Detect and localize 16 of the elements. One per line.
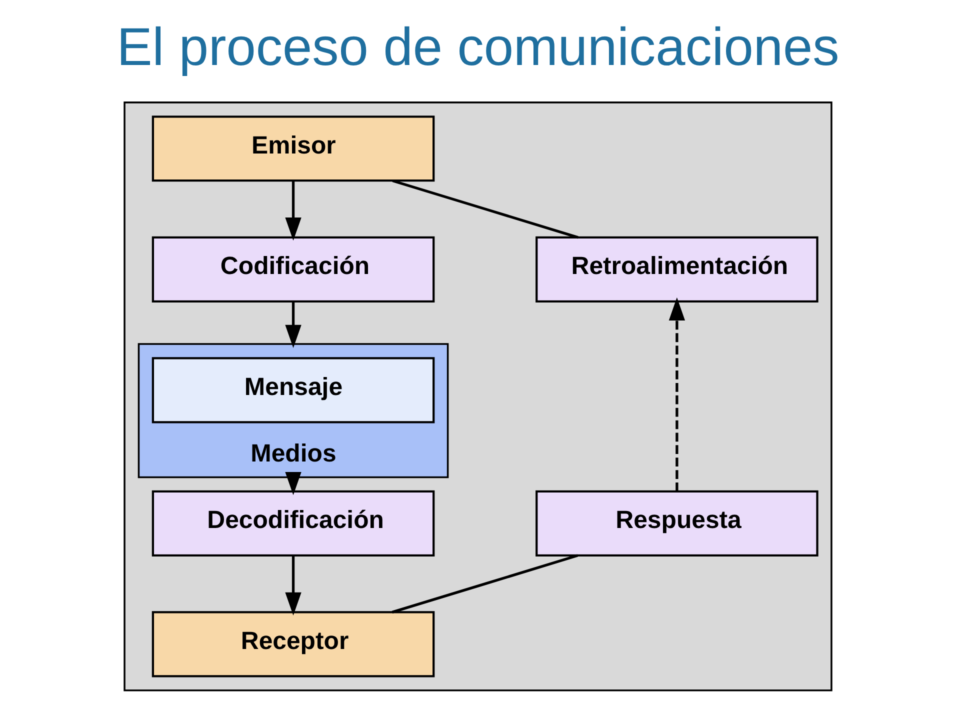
diagram-title: El proceso de comunicaciones: [116, 18, 839, 78]
connector: [391, 554, 578, 614]
node-box: Decodificación: [151, 490, 434, 556]
arrow: [284, 302, 301, 348]
arrow: [284, 556, 301, 616]
connector: [392, 179, 578, 239]
node-box: Retroalimentación: [535, 236, 818, 302]
arrow: [668, 297, 685, 492]
node-box: Respuesta: [535, 490, 818, 556]
node-box: Receptor: [151, 611, 434, 678]
node-box: Codificación: [151, 236, 434, 302]
arrow: [284, 472, 301, 496]
node-box: Mensaje: [151, 357, 434, 424]
cluster: [123, 102, 832, 692]
node-box: Emisor: [151, 116, 434, 182]
arrow: [284, 181, 301, 241]
